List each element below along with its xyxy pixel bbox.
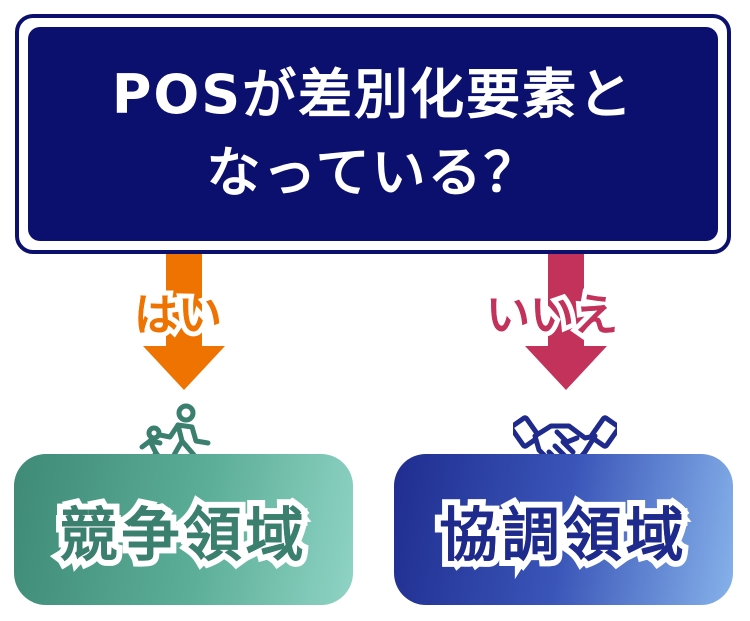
cooperative-area-label: 協調領域 協調領域 [433,495,689,575]
question-line-2: なっている？ [206,141,540,204]
question-line-1: POSが差別化要素と [111,63,635,126]
no-arrow [525,254,607,390]
question-box: POSが差別化要素と なっている？ [15,14,731,254]
yes-arrow [143,254,225,390]
question-panel: POSが差別化要素と なっている？ [28,27,718,241]
competitive-area-label: 競争領域 競争領域 [53,495,309,575]
yes-label: はい はい [129,285,227,346]
no-label: いいえ いいえ [481,285,623,346]
competitive-area-box: 競争領域 競争領域 [14,454,353,605]
cooperative-area-box: 協調領域 協調領域 [394,454,733,605]
